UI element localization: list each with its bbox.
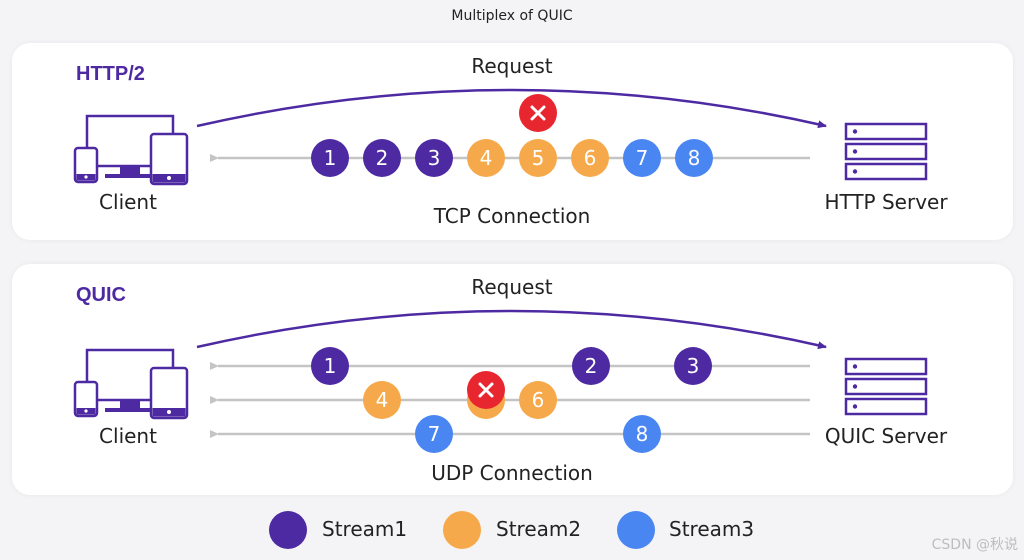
quic-server-label: QUIC Server <box>825 424 948 448</box>
packet-number: 8 <box>688 146 701 170</box>
legend <box>269 511 655 549</box>
packet: 6 <box>571 139 609 177</box>
http-server-icon <box>844 122 928 181</box>
packet: 4 <box>467 139 505 177</box>
packet-dot <box>467 139 505 177</box>
packet-number: 8 <box>636 422 649 446</box>
packet-number: 7 <box>636 146 649 170</box>
packet-number: 2 <box>585 354 598 378</box>
legend-dot <box>617 511 655 549</box>
tcp-packets: 1 2 3 4 5 6 7 8 <box>311 94 713 177</box>
packet-number: 1 <box>324 354 337 378</box>
packet: 8 <box>623 415 661 453</box>
legend-label-stream1: Stream1 <box>322 517 408 541</box>
packet-number: 3 <box>687 354 700 378</box>
packet-dot <box>623 139 661 177</box>
packet-lost-icon <box>519 94 557 132</box>
packet-dot <box>311 347 349 385</box>
packet-number: 4 <box>480 146 493 170</box>
http2-protocol-label: HTTP/2 <box>76 63 145 85</box>
packet: 7 <box>623 139 661 177</box>
packet-dot <box>674 347 712 385</box>
packet: 2 <box>572 347 610 385</box>
packet-number: 2 <box>376 146 389 170</box>
diagram-title: Multiplex of QUIC <box>451 8 573 24</box>
packet-dot <box>363 139 401 177</box>
packet-number: 7 <box>428 422 441 446</box>
udp-connection-label: UDP Connection <box>431 461 593 485</box>
packet: 3 <box>674 347 712 385</box>
packet-dot <box>415 139 453 177</box>
packet-dot <box>572 347 610 385</box>
packet: 8 <box>675 139 713 177</box>
packet: 5 <box>519 139 557 177</box>
packet-dot <box>363 381 401 419</box>
packet-dot <box>623 415 661 453</box>
http2-request-label: Request <box>471 54 552 78</box>
packet: 6 <box>519 381 557 419</box>
http2-client-icon <box>73 114 189 186</box>
packet: 4 <box>363 381 401 419</box>
packet-number: 5 <box>532 146 545 170</box>
watermark: CSDN @秋说 <box>931 537 1018 553</box>
packet-dot <box>415 415 453 453</box>
packet: 7 <box>415 415 453 453</box>
quic-request-label: Request <box>471 275 552 299</box>
packet-dot <box>675 139 713 177</box>
http2-server-label: HTTP Server <box>824 190 948 214</box>
http2-client-label: Client <box>99 190 157 214</box>
legend-dot <box>269 511 307 549</box>
tcp-connection-label: TCP Connection <box>433 204 591 228</box>
packet-dot <box>519 139 557 177</box>
legend-dot <box>443 511 481 549</box>
quic-request-arrow <box>196 309 827 350</box>
legend-label-stream3: Stream3 <box>669 517 755 541</box>
packet: 1 <box>311 139 349 177</box>
packet: 2 <box>363 139 401 177</box>
packet-number: 4 <box>376 388 389 412</box>
packet-dot <box>519 381 557 419</box>
packet-number: 1 <box>324 146 337 170</box>
quic-client-icon <box>73 348 189 420</box>
quic-protocol-label: QUIC <box>76 284 126 306</box>
packet-dot <box>571 139 609 177</box>
quic-client-label: Client <box>99 424 157 448</box>
http2-request-arrow <box>196 88 827 129</box>
packet: 1 <box>311 347 349 385</box>
legend-label-stream2: Stream2 <box>496 517 582 541</box>
packet: 3 <box>415 139 453 177</box>
packet-dot <box>311 139 349 177</box>
packet-number: 3 <box>428 146 441 170</box>
packet-number: 6 <box>584 146 597 170</box>
quic-server-icon <box>844 357 928 416</box>
packet-lost-icon <box>467 371 505 409</box>
packet-number: 6 <box>532 388 545 412</box>
